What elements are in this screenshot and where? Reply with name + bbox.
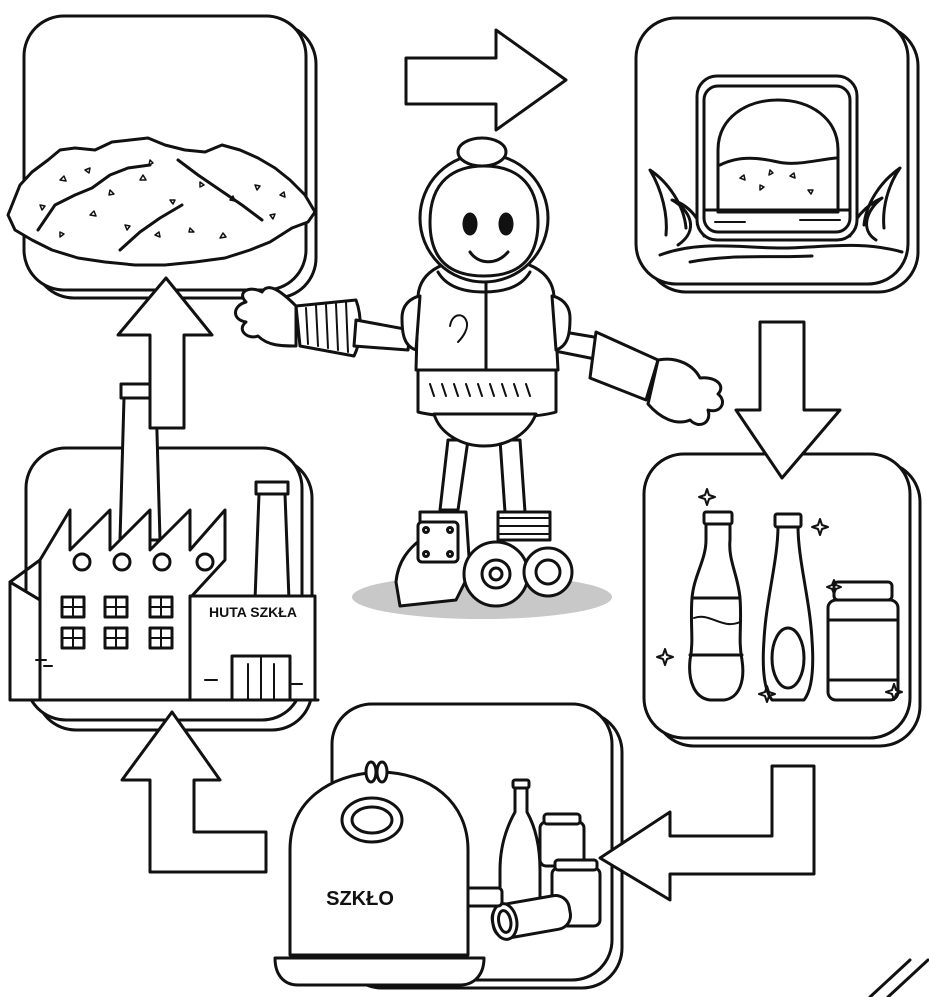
arrow-cullet-to-furnace (406, 30, 566, 130)
arrow-bottles-to-bin (600, 766, 814, 900)
corner-mark (870, 960, 928, 997)
panel-factory: HUTA SZKŁA (10, 384, 318, 730)
arrow-bin-to-factory (122, 712, 266, 872)
panel-recycling-bin: SZKŁO (275, 704, 622, 988)
panel-bottles (644, 454, 920, 746)
panel-cullet (8, 16, 316, 298)
bin-label: SZKŁO (326, 888, 394, 910)
glassworks-factory-icon: HUTA SZKŁA (10, 384, 318, 700)
factory-sign: HUTA SZKŁA (209, 604, 297, 620)
panel-furnace (636, 18, 918, 292)
